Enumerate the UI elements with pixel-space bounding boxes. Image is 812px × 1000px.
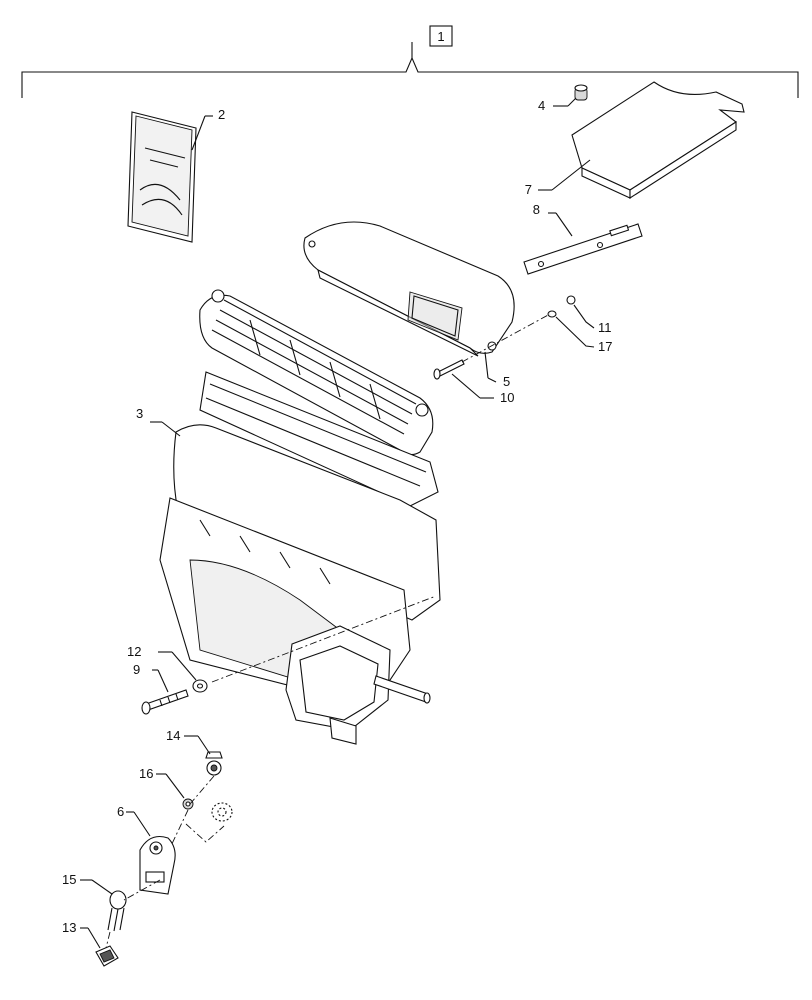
- pad-plate: 7: [525, 81, 745, 200]
- connector-13: 13: [62, 920, 119, 967]
- housing-cover: 5: [303, 221, 515, 389]
- nut-16: 16: [139, 766, 194, 810]
- callout-17: 17: [598, 339, 612, 354]
- nut-washer: 11 17: [547, 295, 612, 354]
- callout-3: 3: [136, 406, 143, 421]
- callout-10: 10: [500, 390, 514, 405]
- callout-8: 8: [533, 202, 540, 217]
- callout-9: 9: [133, 662, 140, 677]
- callout-15: 15: [62, 872, 76, 887]
- callout-5: 5: [503, 374, 510, 389]
- callout-14: 14: [166, 728, 180, 743]
- callout-13: 13: [62, 920, 76, 935]
- bolt-washer: 12 9: [127, 644, 208, 715]
- callout-7: 7: [525, 182, 532, 197]
- clip-14: 14: [166, 728, 223, 776]
- sensor-bracket-6: 6: [117, 804, 176, 895]
- hvac-housing: 3: [136, 289, 441, 745]
- bracket-strip: 8: [523, 202, 643, 275]
- manual-booklet: 2: [127, 107, 225, 243]
- callout-16: 16: [139, 766, 153, 781]
- callout-4: 4: [538, 98, 545, 113]
- callout-2: 2: [218, 107, 225, 122]
- sensor-15: 15: [62, 872, 161, 932]
- callout-12: 12: [127, 644, 141, 659]
- group-label: 1: [437, 29, 444, 44]
- callout-6: 6: [117, 804, 124, 819]
- screw-10: 10: [433, 313, 551, 405]
- group-bracket: 1: [21, 25, 799, 98]
- cap-part: 4: [538, 84, 588, 113]
- callout-11: 11: [598, 320, 612, 335]
- reference-outline: [169, 775, 233, 849]
